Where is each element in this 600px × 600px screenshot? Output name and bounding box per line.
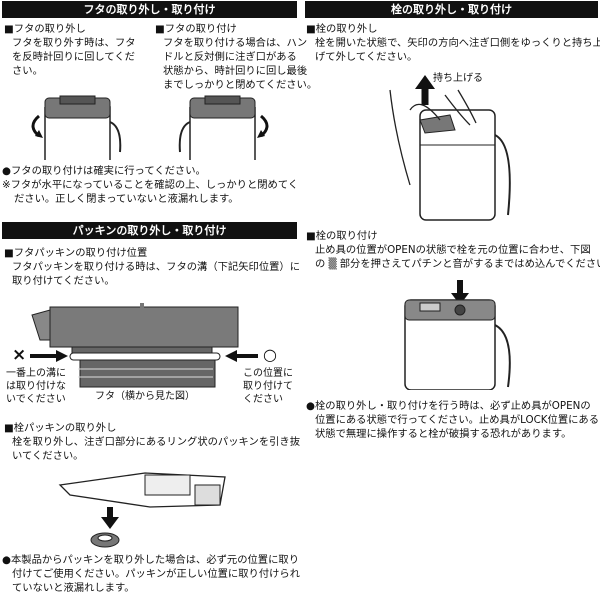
- wrong-label: は取り付けな: [6, 381, 66, 392]
- plug-attach-line: の ▒ 部分を押さえてパチンと音がするまではめ込んでください。: [315, 258, 600, 270]
- plug-gasket-line: いてください。: [12, 450, 84, 462]
- plug-remove-illustration: [389, 75, 511, 221]
- plug-note: 状態で無理に操作すると栓が破損する恐れがあります。: [315, 428, 572, 440]
- lid-attach-illustration: [178, 95, 269, 160]
- lid-attach-line: フタを取り付ける場合は、ハン: [163, 37, 308, 49]
- gasket-note: ●本製品からパッキンを取り外した場合は、必ず元の位置に取り: [2, 554, 299, 566]
- plug-note: 位置にある状態で行ってください。止め具がLOCK位置にある: [315, 414, 600, 426]
- lid-attach-heading: ■フタの取り付け: [155, 23, 237, 35]
- lid-attach-line: ドルと反対側に注ぎ口がある: [163, 51, 297, 63]
- plug-note: ●栓の取り外し・取り付けを行う時は、必ず止め具がOPENの: [306, 400, 591, 412]
- lid-attach-line: までしっかりと閉めてください。: [163, 79, 318, 91]
- plug-remove-line: げて外してください。: [315, 51, 418, 63]
- diagram-caption: フタ（横から見た図）: [95, 391, 195, 402]
- plug-attach-heading: ■栓の取り付け: [306, 230, 378, 242]
- plug-remove-heading: ■栓の取り外し: [306, 23, 378, 35]
- lid-gasket-heading: ■フタパッキンの取り付け位置: [4, 247, 148, 259]
- gasket-section-header: パッキンの取り外し・取り付け: [2, 222, 297, 239]
- plug-section-header: 栓の取り外し・取り付け: [305, 1, 598, 18]
- lid-section-header: フタの取り外し・取り付け: [2, 1, 297, 18]
- lid-remove-line: フタを取り外す時は、フタ: [12, 37, 136, 49]
- correct-label: 取り付けて: [243, 381, 293, 392]
- lid-remove-line: さい。: [12, 65, 43, 77]
- lid-gasket-line: 取り付けてください。: [12, 275, 115, 287]
- wrong-mark: ×: [12, 345, 27, 365]
- lid-note: ●フタの取り付けは確実に行ってください。: [2, 165, 206, 177]
- plug-gasket-heading: ■栓パッキンの取り外し: [4, 422, 117, 434]
- wrong-label: 一番上の溝に: [6, 368, 66, 379]
- lid-attach-line: 状態から、時計回りに回し最後: [163, 65, 308, 77]
- plug-gasket-illustration: [58, 472, 226, 548]
- plug-attach-line: 止め具の位置がOPENの状態で栓を元の位置に合わせ、下図: [315, 244, 591, 256]
- correct-mark: ○: [263, 345, 277, 364]
- lid-note: ださい。正しく閉まっていないと液漏れします。: [14, 193, 239, 205]
- plug-gasket-line: 栓を取り外し、注ぎ口部分にあるリング状のパッキンを引き抜: [12, 436, 301, 448]
- lift-label: 持ち上げる: [433, 73, 483, 84]
- lid-remove-illustration: [31, 95, 122, 160]
- lid-remove-line: を反時計回りに回してくだ: [12, 51, 135, 63]
- lid-note: ※フタが水平になっていることを確認の上、しっかりと閉めてく: [2, 179, 299, 191]
- wrong-label: いでください: [6, 394, 66, 405]
- correct-label: この位置に: [243, 368, 293, 379]
- plug-remove-line: 栓を開いた状態で、矢印の方向へ注ぎ口側をゆっくりと持ち上: [315, 37, 600, 49]
- plug-attach-illustration: [404, 280, 511, 390]
- gasket-note: 付けてご使用ください。パッキンが正しい位置に取り付けられ: [12, 568, 301, 580]
- lid-gasket-line: フタパッキンを取り付ける時は、フタの溝（下記矢印位置）に: [12, 261, 301, 273]
- gasket-note: ていないと液漏れします。: [12, 582, 135, 594]
- lid-side-view-diagram: [30, 303, 258, 388]
- correct-label: ください: [243, 394, 283, 405]
- lid-remove-heading: ■フタの取り外し: [4, 23, 86, 35]
